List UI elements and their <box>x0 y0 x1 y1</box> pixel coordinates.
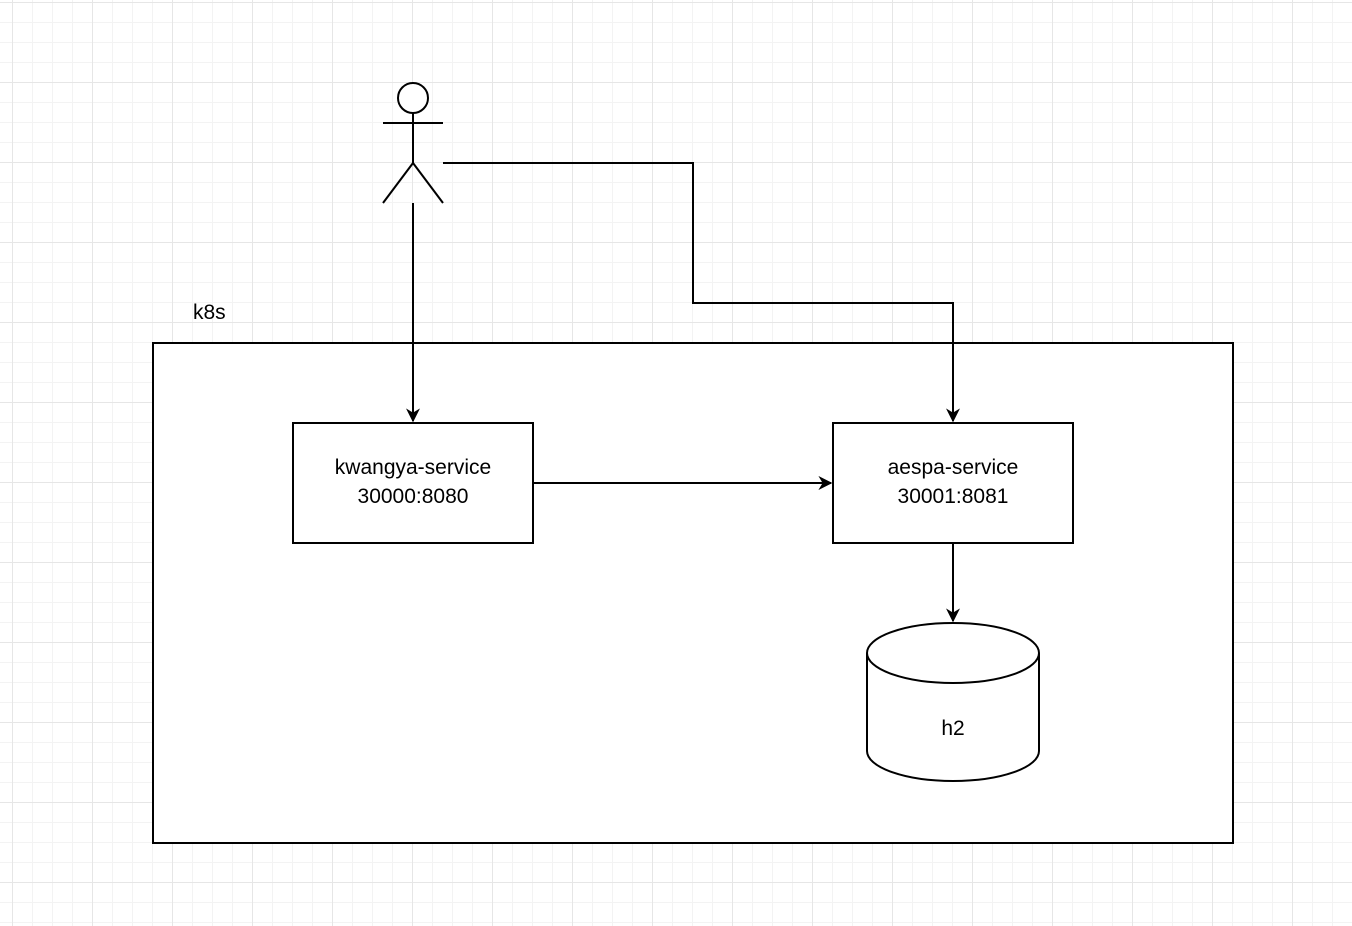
kwangya-service-label: kwangya-service 30000:8080 <box>293 453 533 511</box>
kwangya-service-name: kwangya-service <box>334 456 492 479</box>
h2-database-label: h2 <box>941 717 965 740</box>
k8s-cluster-container[interactable] <box>152 342 1234 844</box>
aespa-service-ports: 30001:8081 <box>897 485 1009 508</box>
aespa-service-name: aespa-service <box>887 456 1019 479</box>
k8s-cluster-label: k8s <box>193 301 226 324</box>
kwangya-service-box[interactable] <box>292 422 534 544</box>
user-actor-icon[interactable] <box>382 82 444 204</box>
h2-database-icon[interactable] <box>866 622 1040 782</box>
kwangya-service-ports: 30000:8080 <box>357 485 469 508</box>
aespa-service-label: aespa-service 30001:8081 <box>833 453 1073 511</box>
edge-actor-to-aespa-service[interactable] <box>443 162 960 423</box>
